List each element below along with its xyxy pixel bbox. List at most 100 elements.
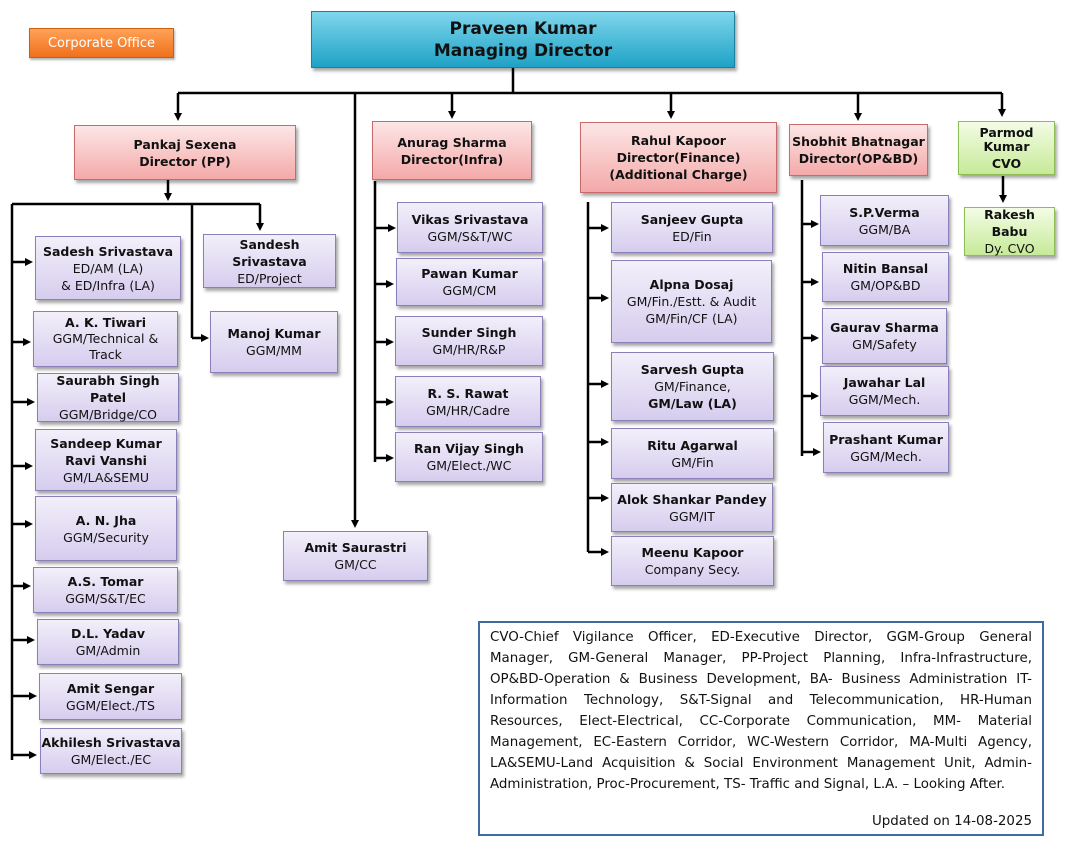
person-role: GGM/S&T/WC (427, 228, 513, 244)
md-name: Praveen Kumar (449, 18, 597, 39)
infra-item-2[interactable]: Sunder Singh GM/HR/R&P (395, 316, 543, 366)
pp-left-2[interactable]: Saurabh Singh Patel GGM/Bridge/CO (37, 373, 179, 422)
director-finance-name: Rahul Kapoor (631, 133, 726, 148)
person-role: GM/LA&SEMU (63, 469, 149, 485)
director-pp-name: Pankaj Sexena (133, 136, 237, 152)
opbd-item-4[interactable]: Prashant Kumar GGM/Mech. (823, 422, 949, 473)
person-role: GM/HR/Cadre (426, 402, 510, 418)
person-role: GGM/CM (442, 283, 497, 298)
person-name: D.L. Yadav (70, 626, 146, 641)
director-infra-name: Anurag Sharma (397, 134, 507, 150)
pp-left-8[interactable]: Akhilesh Srivastava GM/Elect./EC (40, 728, 182, 774)
person-name: S.P.Verma (849, 204, 920, 220)
person-role: ED/Fin (672, 228, 712, 244)
director-opbd-name: Shobhit Bhatnagar (792, 134, 925, 149)
person-role: GGM/Elect./TS (66, 697, 155, 713)
pp-right-0[interactable]: Sandesh Srivastava ED/Project (203, 234, 336, 288)
person-role: GM/Fin/CF (LA) (645, 311, 738, 326)
person-role: GGM/Bridge/CO (59, 407, 157, 422)
infra-item-1[interactable]: Pawan Kumar GGM/CM (396, 258, 543, 306)
person-name: Alpna Dosaj (649, 277, 734, 292)
person-name: A. N. Jha (75, 512, 137, 528)
person-role: GGM/Technical & (52, 331, 159, 346)
person-role: GM/Fin (671, 454, 714, 470)
person-role: GM/Admin (75, 643, 141, 658)
person-name: Gaurav Sharma (830, 320, 939, 335)
person-name: Sanjeev Gupta (640, 211, 744, 227)
person-name: Sunder Singh (421, 325, 517, 340)
person-role: GM/Finance, (654, 379, 731, 394)
person-name: Jawahar Lal (843, 375, 926, 390)
pp-left-4[interactable]: A. N. Jha GGM/Security (35, 496, 177, 561)
person-name: Rakesh Babu (984, 207, 1035, 239)
person-name-2: Ravi Vanshi (65, 452, 147, 468)
person-role: GGM/MM (246, 343, 302, 358)
person-role: GGM/Security (63, 529, 149, 545)
pp-left-7[interactable]: Amit Sengar GGM/Elect./TS (39, 673, 182, 720)
person-name: Sandeep Kumar (50, 435, 162, 451)
person-role: GGM/S&T/EC (65, 591, 146, 606)
person-name: Amit Saurastri (304, 540, 407, 555)
infra-item-0[interactable]: Vikas Srivastava GGM/S&T/WC (397, 202, 543, 253)
md-title: Managing Director (433, 40, 613, 61)
opbd-item-1[interactable]: Nitin Bansal GM/OP&BD (822, 252, 949, 302)
person-name: Amit Sengar (66, 680, 155, 696)
infra-item-4[interactable]: Ran Vijay Singh GM/Elect./WC (395, 432, 543, 482)
managing-director-box[interactable]: Praveen Kumar Managing Director (311, 11, 735, 68)
person-role: GGM/IT (669, 508, 715, 524)
finance-item-4[interactable]: Alok Shankar Pandey GGM/IT (611, 483, 773, 532)
person-name: A.S. Tomar (67, 574, 144, 589)
person-role: GM/Elect./EC (70, 752, 152, 767)
director-infra-box[interactable]: Anurag Sharma Director(Infra) (372, 121, 532, 180)
director-finance-box[interactable]: Rahul Kapoor Director(Finance) (Addition… (580, 122, 777, 193)
pp-right-1[interactable]: Manoj Kumar GGM/MM (210, 311, 338, 373)
person-role: GM/CC (334, 557, 377, 572)
person-name: A. K. Tiwari (64, 315, 147, 330)
finance-item-0[interactable]: Sanjeev Gupta ED/Fin (611, 202, 773, 253)
md-direct-report[interactable]: Amit Saurastri GM/CC (283, 531, 428, 581)
person-name: Vikas Srivastava (411, 211, 529, 227)
pp-left-0[interactable]: Sadesh Srivastava ED/AM (LA) & ED/Infra … (35, 236, 181, 300)
person-role: Track (89, 347, 122, 362)
director-opbd-box[interactable]: Shobhit Bhatnagar Director(OP&BD) (789, 124, 928, 176)
pp-left-6[interactable]: D.L. Yadav GM/Admin (37, 619, 179, 665)
person-name: Pawan Kumar (421, 266, 518, 281)
finance-item-5[interactable]: Meenu Kapoor Company Secy. (611, 536, 774, 586)
legend-text: CVO-Chief Vigilance Officer, ED-Executiv… (490, 630, 1032, 792)
person-name: Sadesh Srivastava (42, 243, 174, 259)
person-name: Sarvesh Gupta (640, 362, 745, 377)
corporate-office-badge: Corporate Office (29, 28, 174, 58)
finance-item-2[interactable]: Sarvesh Gupta GM/Finance, GM/Law (LA) (611, 352, 774, 421)
corporate-office-label: Corporate Office (47, 35, 156, 51)
person-name: Alok Shankar Pandey (617, 491, 767, 507)
person-role: Company Secy. (644, 562, 741, 577)
cvo-item[interactable]: Rakesh Babu Dy. CVO (964, 207, 1055, 256)
abbreviation-legend: CVO-Chief Vigilance Officer, ED-Executiv… (478, 621, 1044, 836)
finance-item-3[interactable]: Ritu Agarwal GM/Fin (611, 428, 774, 479)
finance-item-1[interactable]: Alpna Dosaj GM/Fin./Estt. & Audit GM/Fin… (611, 260, 772, 343)
director-infra-title: Director(Infra) (400, 151, 504, 167)
person-role: ED/Project (237, 270, 302, 286)
opbd-item-0[interactable]: S.P.Verma GGM/BA (820, 195, 949, 246)
person-name: Akhilesh Srivastava (41, 735, 181, 750)
person-name: Meenu Kapoor (641, 545, 744, 560)
opbd-item-2[interactable]: Gaurav Sharma GM/Safety (822, 308, 947, 364)
director-opbd-title: Director(OP&BD) (798, 151, 919, 166)
person-name: R. S. Rawat (427, 385, 509, 401)
pp-left-3[interactable]: Sandeep Kumar Ravi Vanshi GM/LA&SEMU (35, 429, 177, 491)
person-name: Saurabh Singh Patel (56, 373, 160, 405)
director-pp-box[interactable]: Pankaj Sexena Director (PP) (74, 125, 296, 180)
person-role: GM/Fin./Estt. & Audit (626, 294, 757, 309)
person-role: Dy. CVO (984, 241, 1035, 256)
infra-item-3[interactable]: R. S. Rawat GM/HR/Cadre (395, 376, 541, 427)
person-name: Ritu Agarwal (647, 437, 738, 453)
director-finance-title-extra: (Additional Charge) (609, 167, 748, 182)
pp-left-1[interactable]: A. K. Tiwari GGM/Technical & Track (33, 311, 178, 367)
person-role-bold: GM/Law (LA) (648, 396, 737, 411)
pp-left-5[interactable]: A.S. Tomar GGM/S&T/EC (33, 567, 178, 613)
person-role: GGM/Mech. (850, 448, 922, 464)
director-finance-title: Director(Finance) (616, 150, 741, 165)
cvo-box[interactable]: Parmod Kumar CVO (958, 121, 1055, 175)
person-role: GGM/BA (858, 221, 911, 237)
opbd-item-3[interactable]: Jawahar Lal GGM/Mech. (820, 366, 949, 416)
